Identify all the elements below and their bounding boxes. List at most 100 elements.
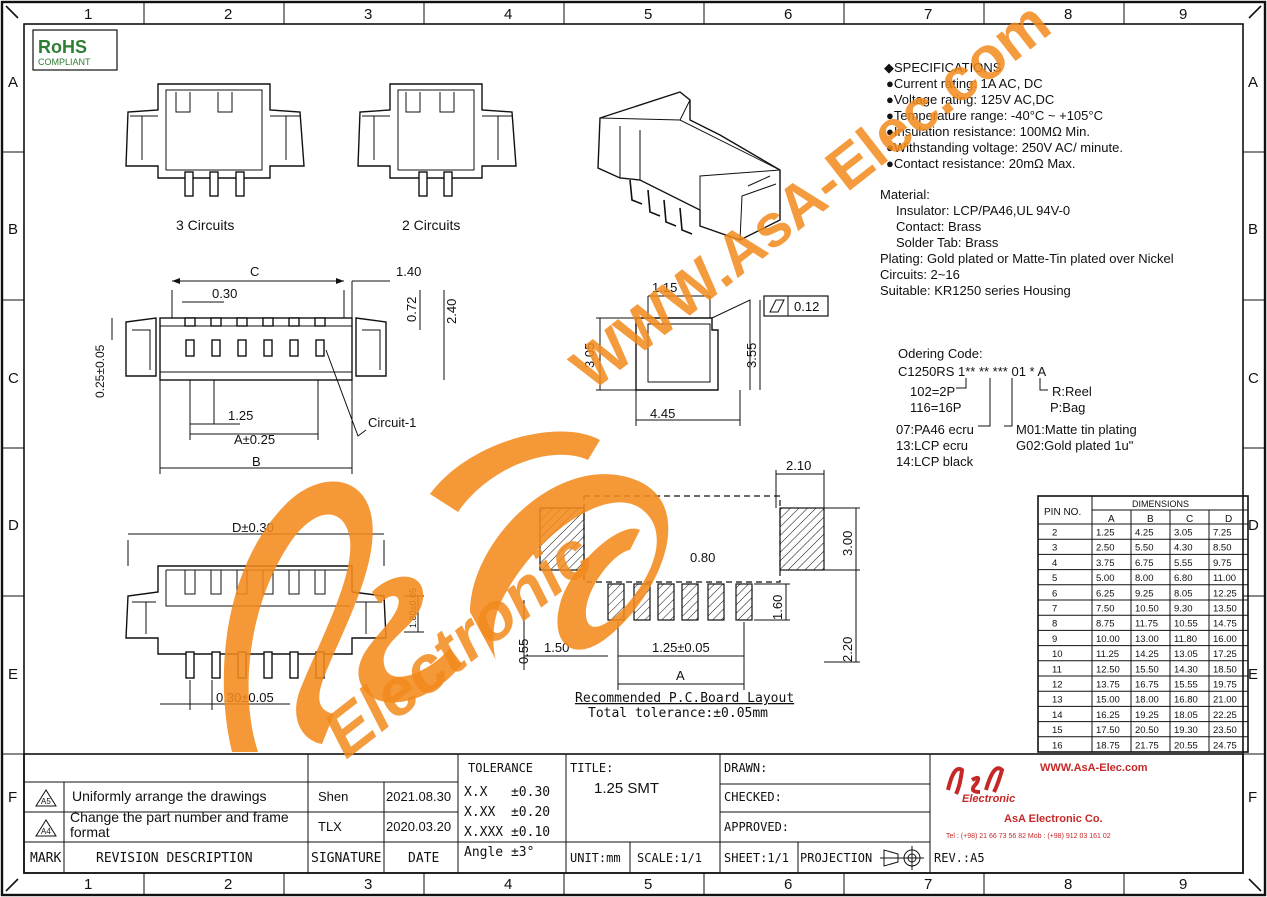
tolerance-xx: X.X ±0.30	[464, 785, 550, 800]
table-value-cell: 12.25	[1213, 588, 1237, 599]
table-value-cell: 5.00	[1096, 573, 1115, 584]
dim-030: 0.30	[212, 286, 237, 301]
mat-07: 07:PA46 ecru	[896, 422, 974, 437]
table-value-cell: 6.75	[1135, 558, 1154, 569]
circuits-line: Circuits: 2~16	[880, 267, 960, 282]
two-circuits-label: 2 Circuits	[402, 217, 460, 233]
pin-lead	[289, 651, 299, 679]
dim-dpm: D±0.30	[232, 520, 274, 535]
table-value-cell: 8.50	[1213, 543, 1232, 554]
dim-072: 0.72	[404, 297, 419, 322]
material-heading: Material:	[880, 187, 930, 202]
table-value-cell: 11.25	[1096, 649, 1119, 660]
grid-col-label-top: 5	[644, 6, 652, 23]
rev-a4-mark: A4	[41, 827, 51, 836]
table-pin-cell: 15	[1052, 725, 1063, 736]
pin-lead	[211, 651, 221, 679]
mat-14: 14:LCP black	[896, 454, 974, 469]
pin-contact	[289, 339, 299, 357]
pin-slot	[288, 569, 300, 595]
table-value-cell: 6.25	[1096, 588, 1115, 599]
header-date: DATE	[408, 851, 439, 866]
table-value-cell: 18.50	[1213, 664, 1237, 675]
dim-300: 3.00	[840, 531, 855, 556]
grid-row-label-right: D	[1248, 517, 1259, 534]
table-value-cell: 11.80	[1174, 634, 1197, 645]
table-value-cell: 13.00	[1135, 634, 1159, 645]
table-value-cell: 15.00	[1096, 695, 1120, 706]
table-value-cell: 5.50	[1135, 543, 1154, 554]
table-value-cell: 18.75	[1096, 740, 1120, 751]
ordering-heading: Odering Code:	[898, 346, 983, 361]
table-col-header: A	[1108, 514, 1115, 525]
dim-125: 1.25	[228, 408, 253, 423]
table-pin-cell: 3	[1052, 543, 1057, 554]
grid-col-label-top: 3	[364, 6, 372, 23]
side-view: 1.15 0.12 3.05 3.55 4.45	[582, 280, 829, 426]
grid-col-label-bottom: 6	[784, 876, 792, 893]
table-value-cell: 10.50	[1135, 604, 1159, 615]
spec-heading: ◆SPECIFICATIONS	[884, 60, 1002, 75]
pin-tab	[236, 317, 248, 327]
grid-row-label-right: B	[1248, 221, 1258, 238]
table-value-cell: 21.75	[1135, 740, 1159, 751]
pin-slot	[210, 569, 222, 595]
rohs-subtitle: COMPLIANT	[38, 57, 91, 67]
grid-row-label-right: E	[1248, 666, 1258, 683]
table-pin-cell: 13	[1052, 695, 1063, 706]
pin-tab	[288, 317, 300, 327]
pcb-tolerance: Total tolerance:±0.05mm	[588, 706, 768, 721]
rev-a5-date: 2021.08.30	[386, 789, 451, 804]
pcb-pad	[707, 583, 725, 621]
table-pin-cell: 6	[1052, 588, 1057, 599]
pack-reel: R:Reel	[1052, 384, 1092, 399]
title-label: TITLE:	[570, 761, 613, 775]
spec-line: ●Withstanding voltage: 250V AC/ minute.	[886, 140, 1123, 155]
view-two-circuits: 2 Circuits	[357, 83, 517, 233]
table-value-cell: 7.50	[1096, 604, 1115, 615]
grid-col-label-bottom: 3	[364, 876, 372, 893]
pin-tab	[314, 317, 326, 327]
projection-symbol-icon	[880, 846, 924, 870]
specifications: ◆SPECIFICATIONS ●Current rating: 1A AC, …	[880, 60, 1174, 298]
company-logo: Electronic WWW.AsA-Elec.com AsA Electron…	[946, 762, 1148, 840]
three-circuits-label: 3 Circuits	[176, 217, 234, 233]
grid-col-label-top: 9	[1179, 6, 1187, 23]
table-pin-cell: 9	[1052, 634, 1057, 645]
table-value-cell: 16.75	[1135, 680, 1159, 691]
table-value-cell: 6.80	[1174, 573, 1193, 584]
suitable-line: Suitable: KR1250 series Housing	[880, 283, 1071, 298]
top-view: C 0.30 1.40 0.72 2.40 0.25±0.05 1.25 A±0…	[93, 264, 459, 474]
pin-tab	[184, 317, 196, 327]
ordering-code-string: C1250RS 1** ** *** 01 * A	[898, 364, 1046, 379]
grid-col-label-top: 7	[924, 6, 932, 23]
tolerance-xxx: X.XX ±0.20	[464, 805, 550, 820]
table-value-cell: 11.00	[1213, 573, 1236, 584]
table-pin-cell: 2	[1052, 528, 1057, 539]
table-pin-cell: 10	[1052, 649, 1063, 660]
grid-col-label-bottom: 9	[1179, 876, 1187, 893]
spec-line: ●Current rating: 1A AC, DC	[886, 76, 1043, 91]
checked-label: CHECKED:	[724, 790, 782, 804]
table-value-cell: 8.00	[1135, 573, 1154, 584]
approved-label: APPROVED:	[724, 820, 789, 834]
grid-col-label-bottom: 8	[1064, 876, 1072, 893]
table-pin-cell: 4	[1052, 558, 1057, 569]
ordering-code: Odering Code: C1250RS 1** ** *** 01 * A …	[896, 346, 1137, 469]
pin-slot	[184, 569, 196, 595]
pin-contact	[237, 339, 247, 357]
rev-a4-description: Change the part number and frame format	[70, 810, 289, 840]
pcb-pad	[735, 583, 753, 621]
grid-col-label-top: 8	[1064, 6, 1072, 23]
table-value-cell: 19.25	[1135, 710, 1159, 721]
table-value-cell: 17.50	[1096, 725, 1120, 736]
pins-16p: 116=16P	[910, 400, 961, 415]
grid-row-label-left: C	[8, 370, 19, 387]
pcb-layout: 2.10 3.00 0.80 1.60 1.50 0.55 1.25±0.05 …	[516, 458, 860, 721]
rev-a5-mark: A5	[41, 797, 51, 806]
table-value-cell: 13.05	[1174, 649, 1198, 660]
table-value-cell: 21.00	[1213, 695, 1237, 706]
